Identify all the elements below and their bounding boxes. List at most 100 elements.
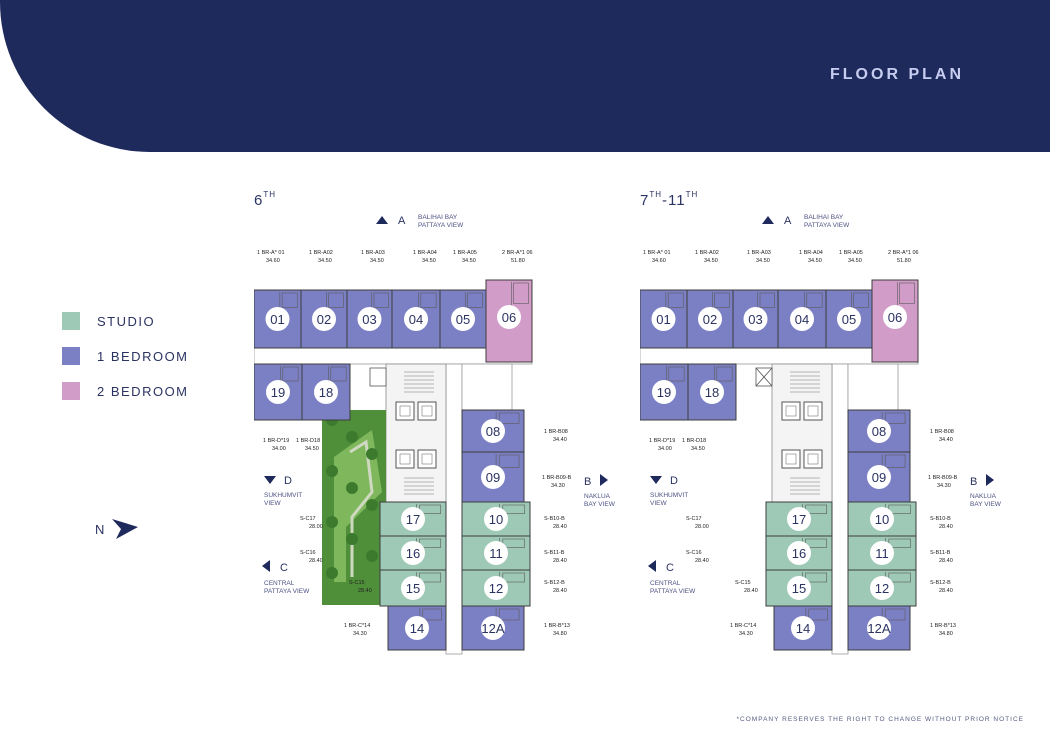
- unit-type-label: 1 BR-B09-B: [542, 475, 572, 481]
- legend-label: 2 BEDROOM: [97, 383, 189, 399]
- garden-tree: [326, 465, 338, 477]
- unit-area-label: 34.40: [939, 437, 953, 443]
- unit-type-label: 1 BR-D*19: [649, 438, 675, 444]
- unit-12: 12: [461, 569, 531, 607]
- unit-number-badge: [743, 307, 768, 331]
- unit-number-badge: [405, 616, 429, 640]
- view-a-arrow-icon: [376, 216, 388, 224]
- unit-09: 09: [461, 451, 525, 503]
- view-a-line1: BALIHAI BAY: [804, 214, 844, 221]
- unit-19: 19: [254, 363, 303, 421]
- lift: [781, 401, 801, 421]
- view-b-letter: B: [970, 476, 977, 488]
- unit-area-label: 34.50: [704, 258, 718, 264]
- unit-area-label: 28.40: [309, 558, 323, 564]
- unit-type-label: 1 BR-A05: [453, 250, 477, 256]
- unit-number: 01: [656, 312, 670, 327]
- lift: [803, 401, 823, 421]
- view-d-letter: D: [670, 475, 678, 487]
- unit-08: 08: [461, 409, 525, 453]
- view-c-arrow-icon: [648, 560, 656, 572]
- unit-number: 06: [502, 310, 516, 325]
- garden-tree: [346, 482, 358, 494]
- unit-shape: [773, 605, 833, 651]
- unit-number: 02: [317, 312, 331, 327]
- unit-area-label: 34.80: [939, 631, 953, 637]
- unit-16: 16: [765, 535, 833, 571]
- lift-car: [399, 453, 411, 465]
- unit-number: 14: [410, 621, 424, 636]
- unit-area-label: 28.40: [939, 524, 953, 530]
- floor-suffix: TH: [649, 190, 663, 199]
- view-b-line1: NAKLUA: [584, 493, 611, 500]
- unit-type-label: S-C15: [349, 580, 365, 586]
- unit-number-badge: [867, 616, 891, 640]
- legend: STUDIO 1 BEDROOM 2 BEDROOM: [62, 312, 189, 417]
- unit-number-badge: [651, 307, 676, 331]
- unit-area-label: 51.80: [897, 258, 911, 264]
- unit-bath: [899, 282, 915, 304]
- unit-18: 18: [687, 363, 737, 421]
- view-d-line2: VIEW: [650, 500, 667, 507]
- floor-title: 6TH: [254, 190, 276, 209]
- garden-tree: [366, 499, 378, 511]
- unit-type-label: 1 BR-A03: [361, 250, 385, 256]
- unit-number: 09: [872, 470, 886, 485]
- view-c-line2: PATTAYA VIEW: [650, 588, 696, 595]
- view-c-arrow-icon: [262, 560, 270, 572]
- unit-area-label: 34.80: [553, 631, 567, 637]
- lift-car: [807, 405, 819, 417]
- unit-number-badge: [404, 307, 428, 331]
- unit-bath: [513, 282, 529, 304]
- unit-05: 05: [825, 289, 873, 349]
- unit-type-label: 1 BR-A02: [695, 250, 719, 256]
- unit-number: 03: [748, 312, 762, 327]
- unit-type-label: 1 BR-A* 01: [257, 250, 285, 256]
- unit-area-label: 28.40: [939, 588, 953, 594]
- unit-type-label: 1 BR-B08: [544, 429, 568, 435]
- unit-number: 11: [875, 546, 889, 561]
- unit-number: 09: [486, 470, 500, 485]
- unit-number: 10: [489, 512, 503, 527]
- unit-06: 06: [485, 279, 533, 363]
- unit-bath: [419, 572, 442, 583]
- unit-12A: 12A: [461, 605, 525, 651]
- unit-number: 12: [489, 581, 503, 596]
- view-b-letter: B: [584, 476, 591, 488]
- view-a-letter: A: [398, 215, 406, 227]
- view-b-arrow-icon: [986, 474, 994, 486]
- unit-bath: [884, 454, 906, 468]
- unit-number: 04: [409, 312, 423, 327]
- view-b-line2: BAY VIEW: [584, 501, 616, 508]
- floor-suffix-end: TH: [685, 190, 699, 199]
- unit-bath: [328, 292, 344, 308]
- unit-19: 19: [640, 363, 689, 421]
- unit-bath: [808, 608, 828, 621]
- unit-number-badge: [791, 616, 815, 640]
- unit-area-label: 28.40: [939, 558, 953, 564]
- unit-number-badge: [481, 465, 505, 489]
- unit-area-label: 34.50: [808, 258, 822, 264]
- unit-15: 15: [379, 569, 447, 607]
- view-b-line2: BAY VIEW: [970, 501, 1002, 508]
- unit-type-label: 1 BR-A04: [413, 250, 437, 256]
- unit-type-label: 1 BR-B08: [930, 429, 954, 435]
- unit-type-label: 1 BR-B*13: [930, 623, 956, 629]
- unit-09: 09: [847, 451, 911, 503]
- unit-12A: 12A: [847, 605, 911, 651]
- page-title: FLOOR PLAN: [830, 66, 964, 83]
- shaft: [369, 367, 387, 387]
- unit-area-label: 28.40: [553, 524, 567, 530]
- unit-number-badge: [484, 541, 508, 565]
- unit-bath: [716, 366, 733, 382]
- view-c-line1: CENTRAL: [650, 580, 681, 587]
- unit-08: 08: [847, 409, 911, 453]
- unit-14: 14: [773, 605, 833, 651]
- unit-10: 10: [847, 501, 917, 537]
- unit-type-label: 2 BR-A*1 06: [502, 250, 533, 256]
- unit-area-label: 34.50: [318, 258, 332, 264]
- view-d-line1: SUKHUMVIT: [264, 492, 302, 499]
- unit-number-badge: [700, 380, 724, 404]
